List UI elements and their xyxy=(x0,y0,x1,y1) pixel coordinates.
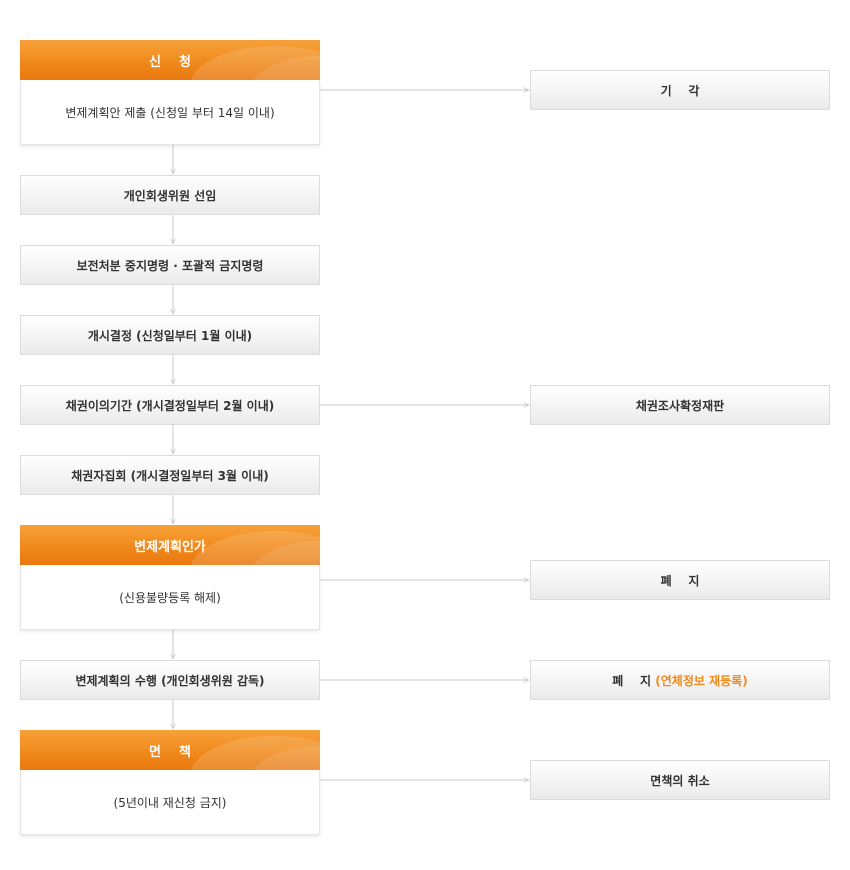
outcome-claim-review: 채권조사확정재판 xyxy=(530,385,830,425)
step-approval: 변제계획인가 (신용불량등록 해제) xyxy=(20,525,320,630)
step-appoint: 개인회생위원 선임 xyxy=(20,175,320,215)
step-discharge-body: (5년이내 재신청 금지) xyxy=(20,770,320,835)
outcome-abolition-reregister: 폐 지 (연체정보 재등록) xyxy=(530,660,830,700)
outcome-discharge-cancel: 면책의 취소 xyxy=(530,760,830,800)
step-approval-body: (신용불량등록 해제) xyxy=(20,565,320,630)
step-execution: 변제계획의 수행 (개인회생위원 감독) xyxy=(20,660,320,700)
step-apply-title: 신 청 xyxy=(148,54,192,70)
step-commence: 개시결정 (신청일부터 1월 이내) xyxy=(20,315,320,355)
step-discharge-title: 면 책 xyxy=(148,744,192,760)
step-discharge-header: 면 책 xyxy=(20,730,320,770)
step-discharge: 면 책 (5년이내 재신청 금지) xyxy=(20,730,320,835)
step-approval-title: 변제계획인가 xyxy=(134,539,206,555)
outcome-abolition-reregister-note: (연체정보 재등록) xyxy=(655,673,748,688)
step-approval-header: 변제계획인가 xyxy=(20,525,320,565)
step-apply: 신 청 변제계획안 제출 (신청일 부터 14일 이내) xyxy=(20,40,320,145)
outcome-abolition-reregister-label: 폐 지 xyxy=(612,673,656,688)
step-preserve: 보전처분 중지명령 · 포괄적 금지명령 xyxy=(20,245,320,285)
step-creditors: 채권자집회 (개시결정일부터 3월 이내) xyxy=(20,455,320,495)
outcome-dismissal: 기 각 xyxy=(530,70,830,110)
outcome-abolition: 폐 지 xyxy=(530,560,830,600)
step-apply-body: 변제계획안 제출 (신청일 부터 14일 이내) xyxy=(20,80,320,145)
step-apply-header: 신 청 xyxy=(20,40,320,80)
step-objection: 채권이의기간 (개시결정일부터 2월 이내) xyxy=(20,385,320,425)
